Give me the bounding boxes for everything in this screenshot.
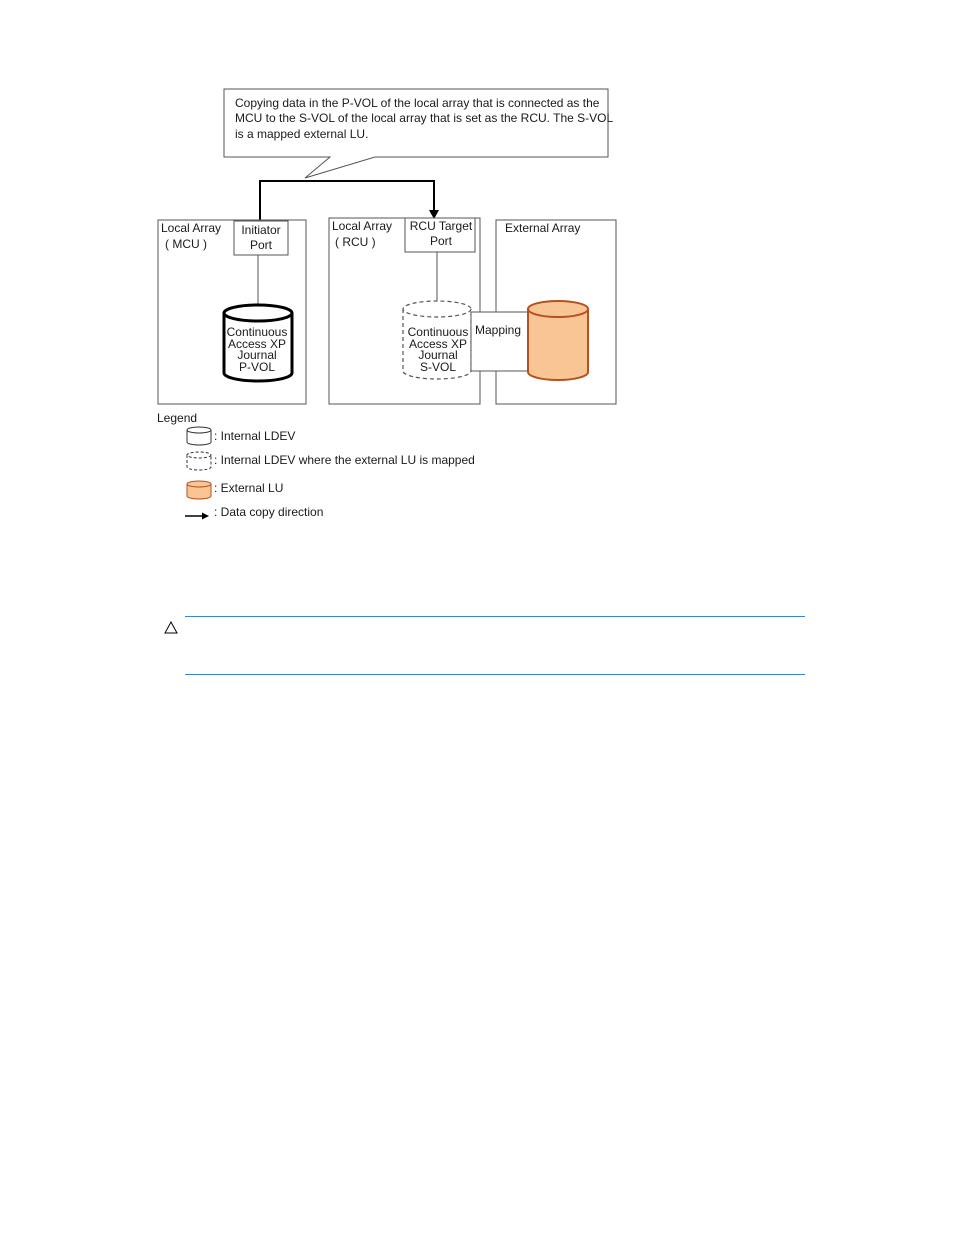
s-vol-line-2: Access XP	[409, 337, 467, 351]
data-copy-path	[259, 180, 439, 220]
p-vol-line-4: P-VOL	[239, 360, 275, 374]
callout-line-1: Copying data in the P-VOL of the local a…	[235, 96, 600, 110]
rcu-target-port	[404, 217, 476, 253]
legend-item-3: : External LU	[214, 481, 283, 495]
s-vol-line-4: S-VOL	[420, 360, 456, 374]
mapping-box	[470, 311, 529, 372]
caution-top-rule	[185, 616, 805, 617]
legend-item-4: : Data copy direction	[214, 505, 323, 519]
mapping-label: Mapping	[475, 323, 521, 337]
legend-arrow-icon	[185, 512, 209, 520]
initiator-port-line-1: Initiator	[241, 223, 280, 237]
callout-line-3: is a mapped external LU.	[235, 127, 368, 141]
p-vol-line-2: Access XP	[228, 337, 286, 351]
local-array-mcu: Local Array ( MCU ) Initiator Port Conti…	[157, 219, 307, 405]
rcu-target-port-line-1: RCU Target	[410, 219, 473, 233]
p-vol-line-3: Journal	[237, 348, 276, 362]
callout: Copying data in the P-VOL of the local a…	[223, 88, 613, 179]
initiator-port-line-2: Port	[250, 238, 273, 252]
p-vol-line-1: Continuous	[227, 325, 288, 339]
rcu-target-port-line-2: Port	[430, 234, 453, 248]
legend-mapped-ldev-icon	[186, 451, 212, 471]
legend-item-1: : Internal LDEV	[214, 429, 295, 443]
p-vol-cylinder-icon	[222, 303, 294, 383]
s-vol-dashed-cylinder-icon	[402, 300, 472, 380]
initiator-port	[233, 220, 289, 256]
legend-item-2: : Internal LDEV where the external LU is…	[214, 453, 475, 467]
legend-internal-ldev-icon	[186, 426, 212, 446]
arrow-head-icon	[429, 210, 439, 219]
caution-triangle-icon	[164, 620, 178, 634]
mcu-title: Local Array	[161, 221, 221, 235]
rcu-title: Local Array	[332, 219, 392, 233]
external-array-title: External Array	[505, 221, 580, 235]
mcu-subtitle: ( MCU )	[165, 237, 207, 251]
external-lu-cylinder-icon	[527, 300, 589, 381]
external-array: External Array Mapping	[470, 219, 617, 405]
callout-line-2: MCU to the S-VOL of the local array that…	[235, 111, 613, 125]
rcu-subtitle: ( RCU )	[335, 235, 376, 249]
s-vol-line-1: Continuous	[408, 325, 469, 339]
legend-external-lu-icon	[186, 480, 212, 500]
local-array-rcu: Local Array ( RCU ) RCU Target Port Cont…	[328, 217, 481, 405]
s-vol-line-3: Journal	[418, 348, 457, 362]
caution-bottom-rule	[185, 674, 805, 675]
legend: Legend : Internal LDEV : Internal LDEV w…	[157, 411, 475, 520]
legend-title: Legend	[157, 411, 197, 425]
